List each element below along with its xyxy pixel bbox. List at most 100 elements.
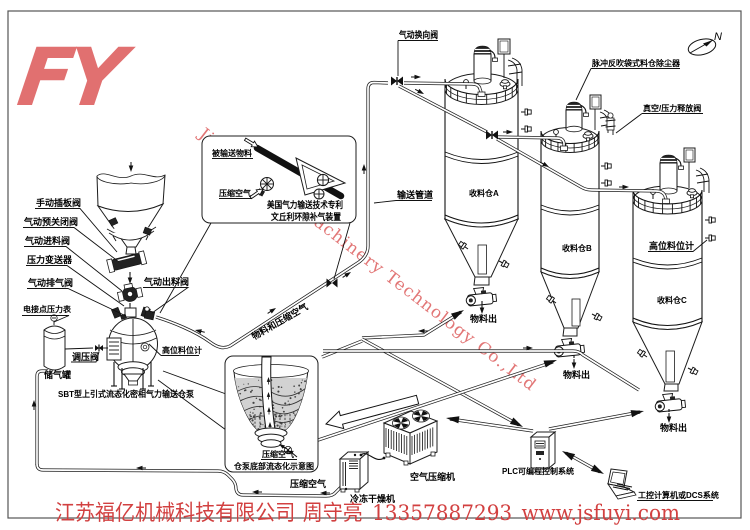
silo-a-level-gauge [477,244,487,275]
nozzle-fitting-icon [520,108,532,116]
silo-a-discharge-valve [464,285,498,307]
label-material-and-air: 物料和压缩空气 [250,301,310,342]
nozzle-fitting-icon [590,310,603,322]
label-compressed-air-bottom: 压缩空气 [290,478,326,489]
label-material-out-b: 物料出 [563,369,590,380]
nozzle-fitting-icon [704,216,716,224]
nozzle-fitting-icon [636,348,650,360]
fluidization-detail-box: 压缩空气 仓泵底部流态化示意图 [157,355,319,473]
label-pressure-transmitter: 压力变送器 [27,254,73,265]
label-bowl-caption: 仓泵底部流态化示意图 [233,461,314,471]
venturi-flange-2 [316,173,330,187]
nozzle-fitting-icon [686,364,699,376]
silo-b-pulse-box [589,94,602,110]
inlet-valve-stack [106,250,148,315]
label-high-level-indicator-silo: 高位料位计 [649,240,694,251]
pump-legs [111,362,154,390]
air-compressor [382,409,439,466]
label-patent-line2: 文丘利环隙补气装置 [270,211,341,222]
plc-cabinet [529,430,557,470]
label-contact-pressure-gauge: 电接点压力表 [23,304,72,314]
venturi-flange-3 [313,188,325,200]
label-silo-c: 收料仓C [657,295,687,305]
label-pneumatic-feed-valve: 气动进料阀 [24,235,70,246]
label-high-level-indicator-pump: 高位料位计 [162,345,202,355]
diagram-frame [7,10,742,519]
silo-a-top [444,38,523,105]
compressed-air-pipe [35,344,343,498]
label-conveyed-material: 被输送物料 [212,148,252,158]
label-industrial-computer: 工控计算机或DCS系统 [638,490,719,500]
label-plc-system: PLC可编程控制系统 [502,466,574,476]
label-air-compressor: 空气压缩机 [410,471,455,482]
flow-arrow-icon [666,412,672,424]
main-conveying-pipe [155,80,670,350]
silo-c [631,147,716,424]
label-relief-valve: 真空/压力释放阀 [643,103,701,113]
sbt-pump [106,306,158,390]
label-pump-caption: SBT型上引式流态化密相气力输送仓泵 [58,388,194,399]
diverter-valve [390,75,404,87]
silo-a [443,38,532,315]
feed-hopper [96,161,166,255]
label-regulating-valve: 调压阀 [72,351,99,362]
venturi-detail-box: 被输送物料 压缩空气 美国气力输送技术专利 文丘利环隙补气装置 [159,135,357,314]
hopper-fitting-right [142,226,153,236]
pump-cabinet [106,337,122,361]
air-storage-tank [43,314,66,371]
bowl-air-inlet [277,441,298,458]
label-diverter-valve: 气动换向阀 [398,29,438,40]
label-manual-slide-valve: 手动插板阀 [36,197,81,208]
silo-c-pulse-box [683,147,696,163]
label-pneumatic-discharge-valve: 气动出料阀 [143,276,189,287]
label-patent-line1: 美国气力输送技术专利 [267,199,343,210]
compass-north-label: N [714,31,722,43]
nozzle-fitting-icon [520,125,532,133]
compass-icon: N [687,31,722,56]
label-pneumatic-preclose-valve: 气动预关闭阀 [23,216,78,227]
label-material-out-c: 物料出 [660,422,687,433]
flow-arrow-icon [361,163,367,175]
label-freeze-dryer: 冷冻干燥机 [350,493,395,504]
nozzle-fitting-icon [600,179,612,187]
silo-a-dust-collector [473,45,498,85]
flow-arrow-icon [265,305,278,316]
compressor-fan-1 [392,416,410,430]
label-venturi-compressed-air: 压缩空气 [219,188,251,198]
feed-valve [116,282,144,302]
label-air-tank: 储气罐 [44,369,71,380]
branch-valve-b [485,129,499,141]
silo-b-top [540,94,616,153]
nozzle-fitting-icon [600,162,612,170]
regulating-valve [95,344,103,352]
silo-c-level-gauge [665,350,675,383]
label-silo-a: 收料仓A [469,188,499,198]
flow-arrow-icon [571,358,577,370]
hopper-fitting-left [108,217,119,227]
silo-b-level-gauge [571,298,581,327]
flow-arrow-icon [410,74,422,80]
freeze-dryer [338,450,386,493]
industrial-computer [606,468,637,500]
venturi-flange-1 [260,177,274,191]
label-silo-b: 收料仓B [562,243,592,253]
air-flow-hollow-arrow [325,394,420,430]
silo-b-dust-collector [565,101,589,133]
signal-lines [227,306,645,478]
silo-c-railing [632,189,703,214]
label-dust-collector: 脉冲反吹袋式料仓除尘器 [591,58,681,68]
label-material-out-a: 物料出 [470,313,497,324]
silo-c-discharge-valve [653,391,687,413]
silo-b-railing [540,130,600,153]
flow-arrow-icon [127,273,133,285]
silo-c-dust-collector [659,154,684,195]
pump-outlet-valve [143,306,156,321]
compressor-fan-2 [412,409,430,423]
silo-b-relief-valve [605,112,616,131]
label-bowl-compressed-air: 压缩空气 [262,449,294,459]
silo-c-top [632,147,710,215]
signal-arrowhead-icon [543,356,559,368]
silo-b [540,94,616,370]
